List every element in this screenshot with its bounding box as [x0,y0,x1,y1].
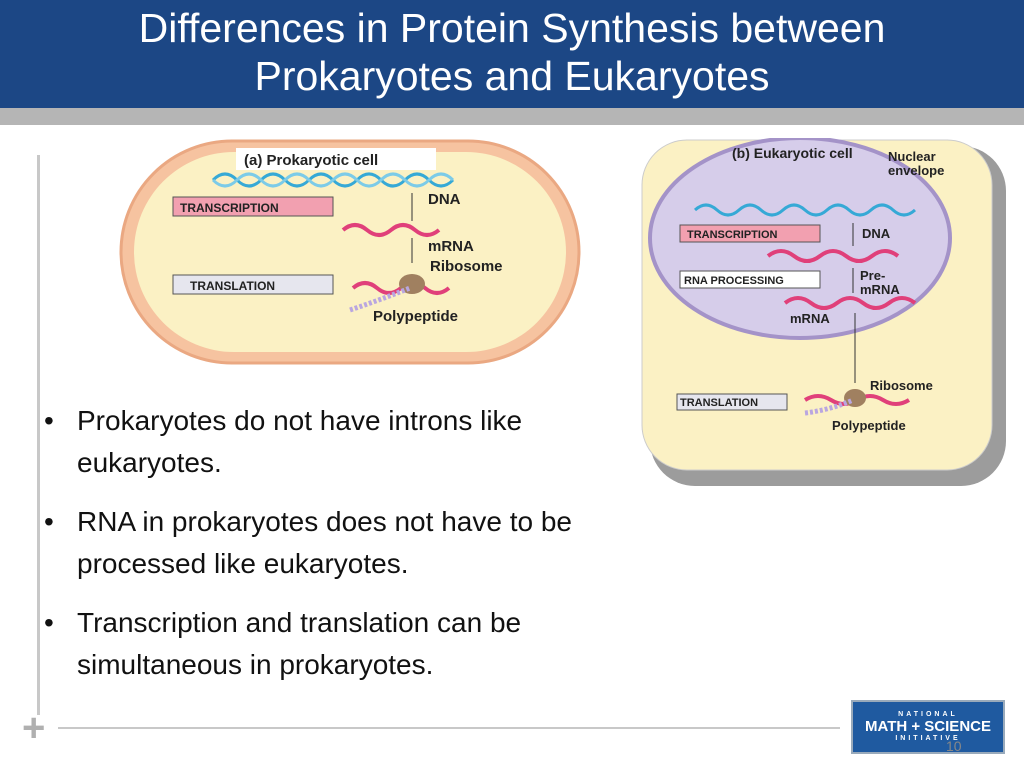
polypeptide-chain [349,285,411,313]
slide-title: Differences in Protein Synthesis between… [0,4,1024,100]
slide-number: 10 [946,738,962,754]
translation-label: TRANSLATION [680,397,758,409]
ribosome-label: Ribosome [430,258,503,275]
dna-label: DNA [428,191,461,208]
title-bar: Differences in Protein Synthesis between… [0,0,1024,108]
polypeptide-chain [804,397,854,416]
nuclear-envelope-label: Nuclear [888,149,936,164]
nuclear-envelope-label-2: envelope [888,163,944,178]
logo-bottom: INITIATIVE [895,735,961,742]
decorative-horizontal-line [58,727,840,729]
bullet-item: RNA in prokaryotes does not have to be p… [44,501,644,585]
ribosome-label: Ribosome [870,378,933,393]
translation-box [172,274,334,295]
transcription-box [679,224,821,243]
mrna-label: mRNA [790,311,830,326]
mrna-label: mRNA [428,238,474,255]
ribosome [399,274,425,294]
prokaryotic-cell-diagram: (a) Prokaryotic cell TRANSCRIPTION DNA m… [119,139,581,365]
label-bg [236,148,436,170]
title-line-1: Differences in Protein Synthesis between [138,5,886,51]
dna-helix-strand [211,172,455,188]
bullet-list: Prokaryotes do not have introns like euk… [44,400,644,703]
logo-main: MATH + SCIENCE [865,718,991,735]
pre-mrna-label-2: mRNA [860,282,900,297]
transcription-label: TRANSCRIPTION [180,201,279,215]
rna-processing-label: RNA PROCESSING [684,275,784,287]
header-divider [0,108,1024,125]
pre-mrna-label: Pre- [860,268,885,283]
rna-processing-box [679,270,821,289]
decorative-vertical-line [37,155,40,715]
translation-label: TRANSLATION [190,279,275,293]
transcription-box [172,196,334,217]
bullet-item: Transcription and translation can be sim… [44,602,644,686]
ribosome [844,389,866,407]
figure-b-label: (b) Eukaryotic cell [732,145,853,161]
transcription-label: TRANSCRIPTION [687,229,778,241]
logo-top: NATIONAL [898,711,958,718]
translation-box [676,393,788,411]
nmsi-logo: NATIONAL MATH + SCIENCE INITIATIVE [851,700,1005,754]
title-line-2: Prokaryotes and Eukaryotes [254,53,770,99]
mrna-strand [341,223,441,237]
eukaryotic-cell-diagram: (b) Eukaryotic cell Nuclear envelope TRA… [641,138,1006,486]
pre-mrna-strand [766,249,900,263]
mrna-strand [783,296,917,310]
dna-helix [693,203,917,217]
cytoplasm [134,152,566,352]
dna-label: DNA [862,226,891,241]
figure-a-label: (a) Prokaryotic cell [244,152,378,169]
bullet-item: Prokaryotes do not have introns like euk… [44,400,644,484]
plus-icon: + [22,706,46,750]
polypeptide-label: Polypeptide [373,308,458,325]
polypeptide-label: Polypeptide [832,418,906,433]
